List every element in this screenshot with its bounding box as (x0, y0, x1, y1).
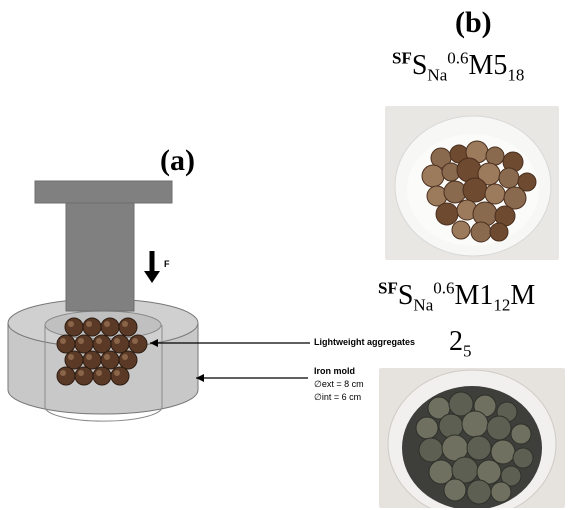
mold-int-annotation: ∅int = 6 cm (314, 392, 362, 402)
aggregate-pellet (503, 186, 527, 210)
aggregate-pellet (435, 202, 459, 226)
force-label: F (164, 259, 170, 269)
aggregate-pellet (421, 164, 445, 188)
aggregate-pellet (470, 221, 492, 243)
aggregate-sphere (82, 350, 102, 370)
aggregate-sphere (118, 350, 138, 370)
aggregate-pellet (461, 410, 489, 438)
aggregate-pellet (484, 183, 506, 205)
aggregate-sphere (64, 317, 84, 337)
force-arrow (144, 251, 160, 283)
aggregate-highlight (132, 338, 138, 344)
aggregate-highlight (114, 338, 120, 344)
aggregate-pellet (490, 439, 516, 465)
aggregate-sphere (110, 366, 130, 386)
aggregate-sphere (56, 334, 76, 354)
aggregate-sphere (92, 334, 112, 354)
aggregate-pellet (462, 177, 488, 203)
aggregate-pellet (489, 222, 509, 242)
aggregate-sphere (100, 350, 120, 370)
aggregate-pellet (512, 447, 534, 469)
sample2-formula-line2: 25 (449, 326, 472, 361)
aggregates-annotation: Lightweight aggregates (314, 337, 416, 347)
sample2-formula: SFSNa0.6M112M (378, 278, 536, 315)
aggregate-sphere (100, 317, 120, 337)
panel-b-label: (b) (455, 6, 492, 39)
aggregate-pellet (510, 423, 532, 445)
mold-title-annotation: Iron mold (314, 366, 355, 376)
press-mold-schematic (7, 180, 310, 422)
press-punch (34, 180, 173, 312)
mold-ext-annotation: ∅ext = 8 cm (314, 379, 364, 389)
aggregate-sphere (118, 317, 138, 337)
leader-lines (150, 339, 310, 382)
aggregate-highlight (114, 370, 120, 376)
aggregate-highlight (78, 370, 84, 376)
aggregate-pellet (415, 416, 439, 440)
aggregate-sphere (74, 334, 94, 354)
aggregate-pellet (486, 415, 512, 441)
aggregate-sphere (56, 366, 76, 386)
aggregate-pellet (451, 220, 471, 240)
aggregate-highlight (104, 354, 110, 360)
aggregate-highlight (96, 338, 102, 344)
aggregate-sphere (110, 334, 130, 354)
aggregate-pellet (418, 437, 444, 463)
panel-a-label: (a) (160, 144, 195, 177)
aggregate-highlight (96, 370, 102, 376)
sample1-formula: SFSNa0.6M518 (392, 48, 525, 85)
aggregate-pellet (476, 459, 502, 485)
aggregate-highlight (68, 321, 74, 327)
aggregate-highlight (86, 354, 92, 360)
aggregate-pellet (466, 479, 492, 505)
aggregate-highlight (78, 338, 84, 344)
aggregate-highlight (104, 321, 110, 327)
aggregate-highlight (122, 321, 128, 327)
aggregate-sphere (92, 366, 112, 386)
aggregate-pellet (448, 391, 474, 417)
aggregate-pellet (517, 172, 537, 192)
aggregate-pellet (443, 478, 467, 502)
aggregate-spheres (56, 317, 148, 386)
aggregate-pellet (500, 465, 522, 487)
aggregate-pellet (485, 146, 505, 166)
sample1-photo (385, 106, 559, 260)
aggregate-highlight (122, 354, 128, 360)
aggregate-sphere (74, 366, 94, 386)
aggregate-sphere (64, 350, 84, 370)
aggregate-highlight (60, 370, 66, 376)
aggregate-pellet (490, 481, 512, 503)
aggregate-pellet (466, 435, 492, 461)
aggregate-pellet (498, 167, 520, 189)
aggregate-sphere (82, 317, 102, 337)
sample2-photo (379, 368, 565, 508)
aggregate-highlight (60, 338, 66, 344)
aggregate-pellet (438, 413, 464, 439)
aggregate-sphere (128, 334, 148, 354)
aggregate-highlight (68, 354, 74, 360)
aggregate-highlight (86, 321, 92, 327)
